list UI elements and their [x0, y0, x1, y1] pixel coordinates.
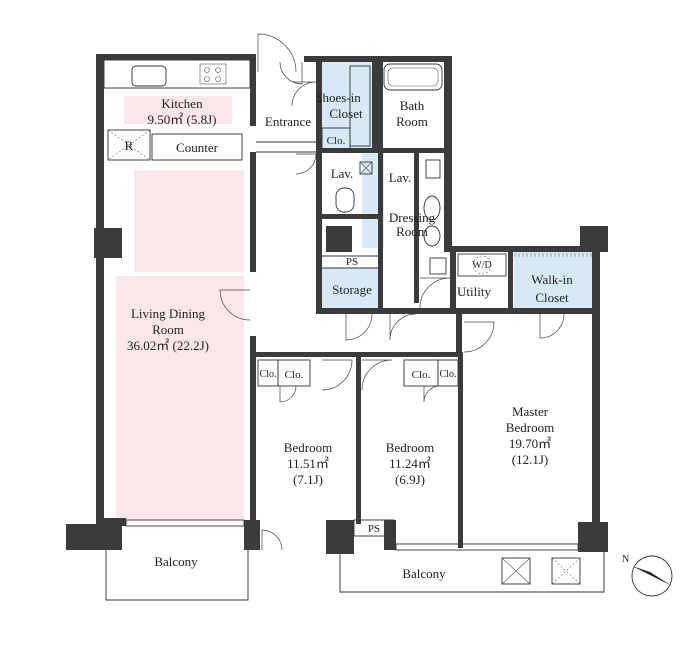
- living-floor-tint-lower: [116, 276, 244, 520]
- utility-label: Utility: [457, 284, 491, 299]
- living-label-2: Room: [152, 322, 184, 337]
- balcony-left-label: Balcony: [154, 554, 198, 569]
- bedroom1-label: Bedroom: [284, 440, 332, 455]
- counter-box: [151, 133, 243, 161]
- bedroom2-area: 11.24㎡: [389, 456, 431, 471]
- balconies: [105, 550, 605, 601]
- shoes-closet-label-2: Closet: [329, 106, 363, 121]
- walkin-closet-tint: [514, 252, 594, 312]
- north-compass: N: [622, 554, 673, 597]
- bedroom2-clo-a: Clo.: [412, 369, 431, 381]
- bedroom2-tatami: (6.9J): [395, 472, 425, 487]
- compass-needle-icon: [632, 566, 672, 586]
- entrance-label: Entrance: [265, 114, 311, 129]
- ps-top-label: PS: [346, 256, 358, 268]
- entrance-clo-label: Clo.: [327, 135, 346, 147]
- bedroom1-area: 11.51㎡: [287, 456, 329, 471]
- fridge-box: [107, 129, 151, 161]
- kitchen-fixtures: [103, 59, 251, 161]
- shoes-closet-label-1: Shoes-in: [315, 90, 361, 105]
- master-label-1: Master: [512, 404, 549, 419]
- ps-bottom-label: PS: [368, 523, 380, 535]
- bedroom-closets: [257, 65, 459, 387]
- master-tatami: (12.1J): [512, 452, 548, 467]
- storage-tint: [322, 268, 382, 310]
- living-label-1: Living Dining: [131, 306, 206, 321]
- door-swings: [219, 33, 565, 551]
- counter-label: Counter: [176, 140, 219, 155]
- wet-area-fixtures: [326, 159, 593, 277]
- interior-walls: [250, 58, 594, 548]
- kitchen-floor-tint: [124, 96, 232, 124]
- living-floor-tint-upper: [134, 170, 244, 272]
- dressing-label-1: Dressing: [389, 210, 436, 225]
- master-label-2: Bedroom: [506, 420, 554, 435]
- bath-label-2: Room: [396, 114, 428, 129]
- bedroom2-clo-b: Clo.: [440, 369, 457, 380]
- walkin-label-1: Walk-in: [531, 272, 573, 287]
- storage-label: Storage: [332, 282, 372, 297]
- fridge-label: R: [125, 138, 134, 153]
- bedroom1-tatami: (7.1J): [293, 472, 323, 487]
- master-area: 19.70㎡: [509, 436, 551, 451]
- wd-label: W/D: [472, 260, 491, 271]
- north-label: N: [622, 554, 629, 565]
- kitchen-label: Kitchen: [161, 96, 203, 111]
- kitchen-area: 9.50㎡ (5.8J): [148, 112, 217, 127]
- shoes-closet-tint: [322, 62, 372, 152]
- bath-label-1: Bath: [400, 98, 425, 113]
- balcony-right-label: Balcony: [402, 566, 446, 581]
- bedroom1-clo-b: Clo.: [285, 369, 304, 381]
- dressing-label-2: Room: [396, 224, 428, 239]
- bedroom1-clo-a: Clo.: [260, 369, 277, 380]
- lav-left-label: Lav.: [331, 166, 354, 181]
- living-area: 36.02㎡ (22.2J): [127, 338, 209, 353]
- lav-right-label: Lav.: [389, 170, 412, 185]
- walkin-label-2: Closet: [535, 290, 569, 305]
- bedroom2-label: Bedroom: [386, 440, 434, 455]
